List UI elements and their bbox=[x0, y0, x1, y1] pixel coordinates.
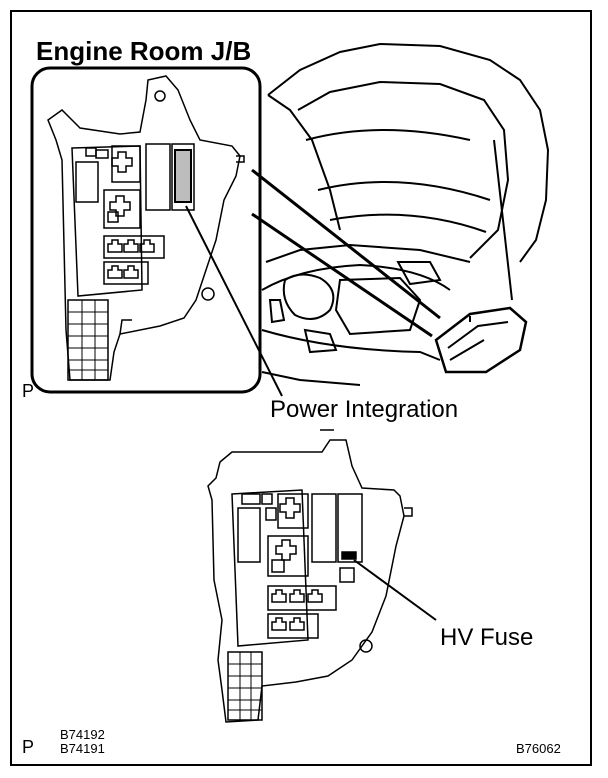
marker-p-bottom: P bbox=[22, 737, 35, 757]
power-integration-leader bbox=[185, 205, 283, 397]
callout-hv-fuse: HV Fuse bbox=[440, 624, 534, 651]
inset-leader-lines bbox=[251, 168, 441, 338]
hv-fuse-leader bbox=[353, 559, 437, 621]
figure-code-1: B74192 bbox=[60, 727, 105, 742]
figure-frame bbox=[10, 10, 592, 766]
callout-power-integration: Power Integration bbox=[270, 396, 459, 423]
inset-box bbox=[30, 66, 262, 394]
junction-block-detail bbox=[207, 429, 413, 723]
vehicle-illustration bbox=[261, 42, 550, 386]
figure-title: Engine Room J/B bbox=[36, 36, 252, 66]
figure-code-3: B76062 bbox=[516, 741, 561, 756]
marker-p-top: P bbox=[22, 381, 35, 401]
figure-code-2: B74191 bbox=[60, 741, 105, 756]
junction-block-inset bbox=[47, 75, 245, 381]
